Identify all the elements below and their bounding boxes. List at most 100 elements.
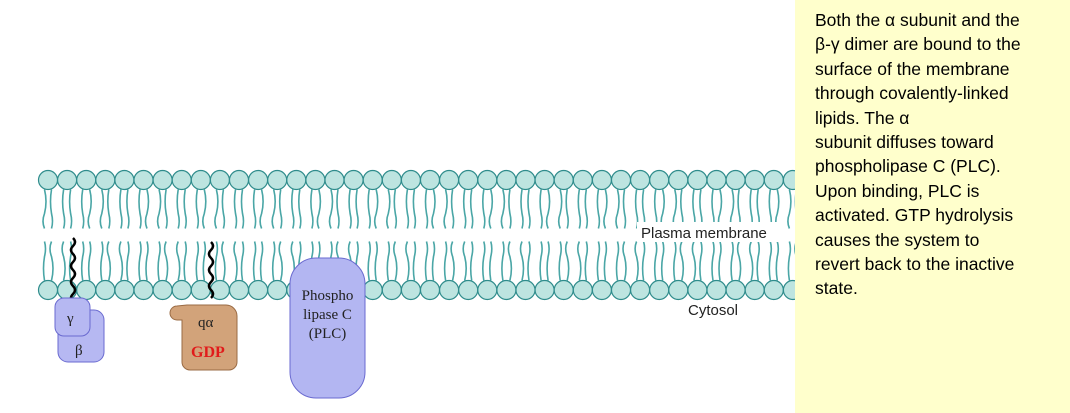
lipid-tail [634, 241, 639, 281]
plasma-membrane-label: Plasma membrane [641, 225, 767, 242]
lipid-tail [412, 241, 417, 281]
explanation-line: surface of the membrane [815, 58, 1010, 79]
phospholipid-head [305, 169, 326, 191]
lipid-tail [699, 241, 703, 281]
phospholipid-head [267, 169, 288, 191]
phospholipid-head [133, 279, 154, 301]
phospholipid-head [725, 169, 746, 191]
alpha-lipid-anchor [207, 241, 215, 299]
lipid-tail [565, 189, 569, 229]
lipid-tail [100, 241, 104, 281]
lipid-tail [214, 189, 219, 229]
lipid-tail [259, 241, 264, 281]
phospholipid-head [629, 279, 651, 301]
lipid-tail [80, 189, 85, 229]
lipid-tail [126, 241, 130, 281]
lipid-tail [259, 189, 264, 229]
explanation-line: lipids. The α [815, 107, 910, 128]
phospholipid-head [744, 169, 765, 191]
lipid-tail [405, 189, 410, 229]
lipid-tail [118, 241, 124, 281]
plc-body [289, 257, 366, 399]
phospholipid-head [668, 279, 689, 301]
phospholipid-head [248, 279, 269, 301]
phospholipid-head [152, 169, 173, 191]
explanation-line: through covalently-linked [815, 83, 1009, 104]
gdp-label: GDP [191, 344, 225, 361]
phospholipid-head [534, 169, 555, 191]
q-alpha-label: qα [198, 315, 214, 331]
lipid-tail [660, 241, 665, 281]
lipid-tail [386, 241, 391, 281]
phospholipid-head [725, 279, 746, 301]
lipid-tail [584, 189, 589, 229]
lipid-tail [711, 241, 715, 281]
lipid-tail [450, 189, 455, 229]
phospholipid-head [209, 169, 230, 191]
phospholipid-head [152, 279, 173, 301]
phospholipid-head [496, 279, 517, 301]
phospholipid-head [763, 279, 784, 301]
lipid-tail [431, 241, 436, 281]
lipid-tail [233, 241, 238, 281]
lipid-tail [202, 189, 207, 229]
phospholipid-head [439, 279, 460, 301]
lipid-tail [787, 189, 792, 229]
lipid-tail [221, 241, 226, 281]
phospholipid-head [95, 169, 116, 191]
lipid-tail [500, 189, 506, 229]
plc-label-line-3: (PLC) [309, 326, 347, 342]
phospholipid-head [649, 279, 670, 301]
phospholipid-head [76, 169, 97, 191]
phospholipid-head [477, 169, 498, 191]
lipid-tail [653, 241, 658, 281]
lipid-tail [615, 189, 620, 229]
phospholipid-head [400, 169, 421, 191]
lipid-tail [519, 241, 525, 281]
lipid-tail [539, 189, 543, 229]
lipid-tail [61, 189, 66, 229]
lipid-tail [756, 241, 760, 281]
phospholipid-head [324, 169, 345, 191]
lipid-tail [545, 189, 551, 229]
explanation-line: causes the system to [815, 229, 980, 250]
lipid-tail [49, 189, 54, 229]
phospholipase-c: Phospho lipase C (PLC) [289, 257, 366, 399]
lipid-tail [61, 241, 66, 281]
lipid-tail [501, 241, 505, 281]
phospholipid-head [37, 279, 59, 301]
lipid-tail [240, 189, 245, 229]
phospholipid-head [228, 279, 250, 301]
lipid-tail [424, 241, 429, 281]
lipid-tail [393, 189, 398, 229]
phospholipid-head [381, 279, 402, 301]
lipid-tail [564, 241, 570, 281]
lipid-tail [126, 189, 130, 229]
phospholipid-head [782, 279, 795, 301]
gamma-label: γ [66, 311, 74, 327]
phospholipid-head [591, 279, 613, 301]
lipid-tail [49, 241, 54, 281]
beta-gamma-dimer: γ β [54, 237, 105, 363]
gamma-subunit [54, 297, 91, 337]
lipid-tail [367, 189, 371, 229]
lipid-tail [469, 189, 474, 229]
phospholipid-head [591, 169, 613, 191]
lipid-tail [144, 189, 150, 229]
lipid-tail [138, 241, 142, 281]
beta-label: β [75, 343, 83, 359]
lipid-tail [482, 241, 486, 281]
phospholipid-head [56, 169, 78, 191]
phospholipid-head [76, 279, 97, 301]
lipid-tail [386, 189, 391, 229]
lipid-tail [195, 189, 200, 229]
lipid-tail [691, 241, 697, 281]
phospholipid-head [534, 279, 555, 301]
explanation-line: subunit diffuses toward [815, 132, 994, 153]
explanation-line: revert back to the inactive [815, 254, 1015, 275]
phospholipid-head [381, 169, 402, 191]
phospholipid-head [190, 279, 211, 301]
lipid-tail [462, 241, 467, 281]
lipid-tail [577, 241, 582, 281]
